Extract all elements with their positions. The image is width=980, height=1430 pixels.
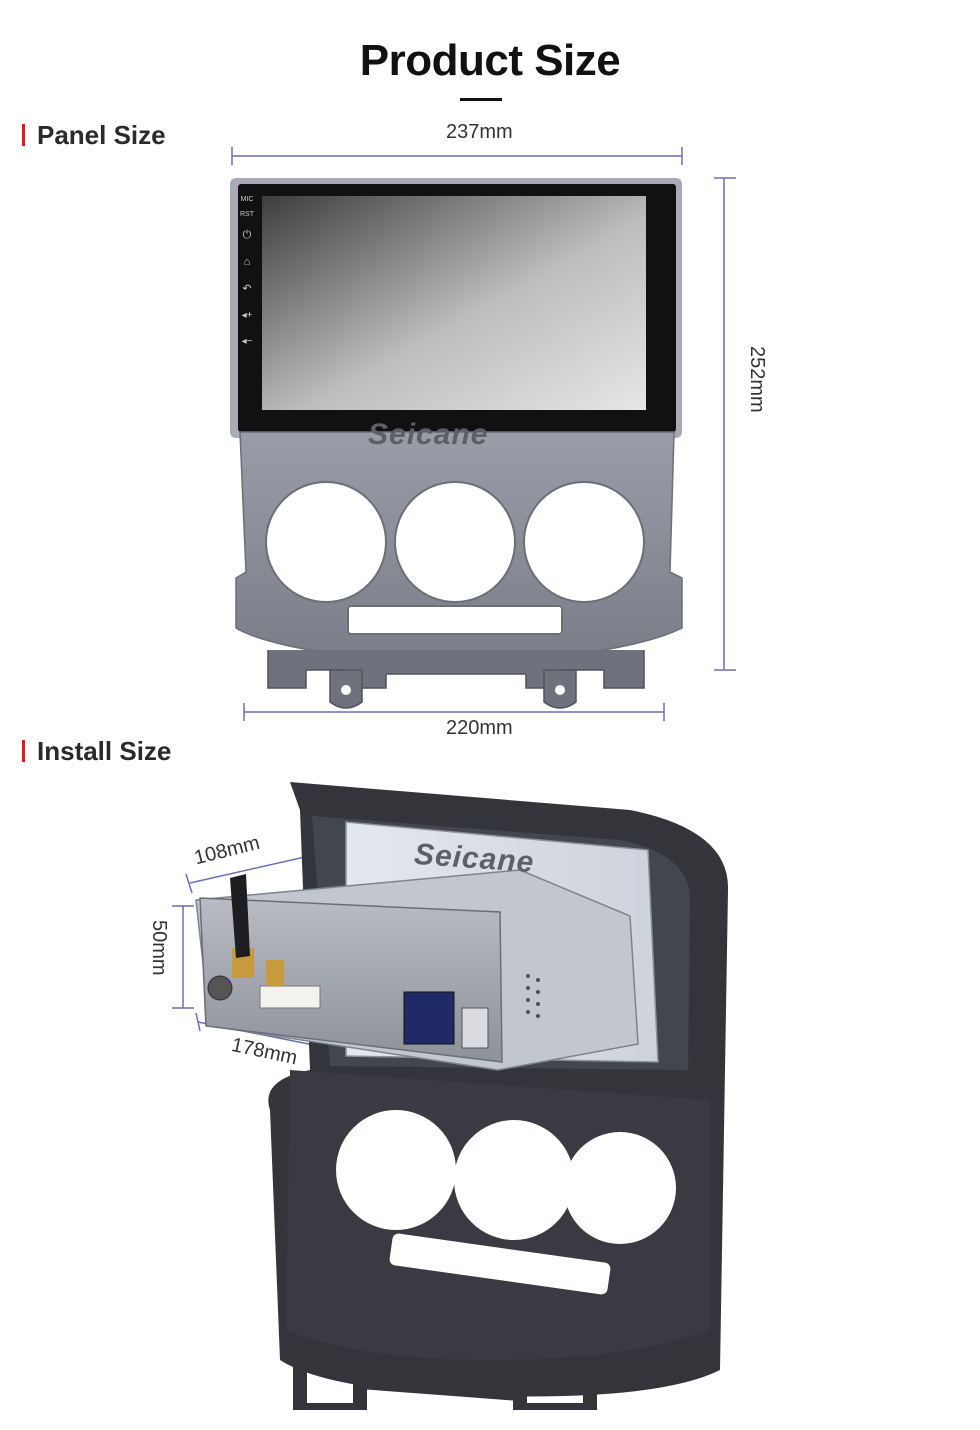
mic-label: MIC: [240, 196, 254, 203]
install-vent-left: [336, 1110, 456, 1230]
vent-hole-center: [394, 481, 516, 603]
panel-size-heading: Panel Size: [22, 120, 166, 151]
panel-width-label: 237mm: [446, 121, 513, 143]
install-depth-line: [189, 853, 319, 884]
side-button-column: MIC RST ⏻ ⌂ ↶ ◂+ ◂−: [240, 196, 254, 347]
panel-size-heading-text: Panel Size: [37, 120, 166, 150]
usb-ports: [461, 1007, 489, 1049]
panel-height-label: 252mm: [746, 346, 768, 413]
page-title: Product Size: [359, 36, 621, 85]
install-size-heading: Install Size: [22, 736, 171, 767]
install-vent-center: [454, 1120, 574, 1240]
title-underline: [460, 98, 502, 101]
power-icon[interactable]: ⏻: [242, 229, 252, 241]
heading-marker: [22, 124, 25, 146]
blue-connector: [403, 991, 455, 1045]
heading-marker: [22, 740, 25, 762]
volume-down-icon[interactable]: ◂−: [241, 336, 253, 347]
install-size-heading-text: Install Size: [37, 736, 172, 766]
panel-bottom-width-label: 220mm: [446, 717, 513, 739]
vent-hole-right: [523, 481, 645, 603]
bottom-slot: [347, 605, 563, 635]
volume-up-icon[interactable]: ◂+: [241, 310, 253, 321]
panel-illustration: [230, 178, 683, 709]
install-vent-right: [564, 1132, 676, 1244]
vent-hole-left: [265, 481, 387, 603]
panel-brand-watermark: Seicane: [368, 418, 489, 451]
home-icon[interactable]: ⌂: [243, 256, 251, 268]
install-illustration: [195, 782, 729, 1410]
rst-button[interactable]: RST: [240, 211, 254, 218]
screen: [262, 196, 646, 410]
back-icon[interactable]: ↶: [242, 283, 252, 295]
install-bottom-slot: [389, 1233, 611, 1295]
antenna: [230, 874, 250, 958]
install-height-label: 50mm: [148, 920, 170, 976]
